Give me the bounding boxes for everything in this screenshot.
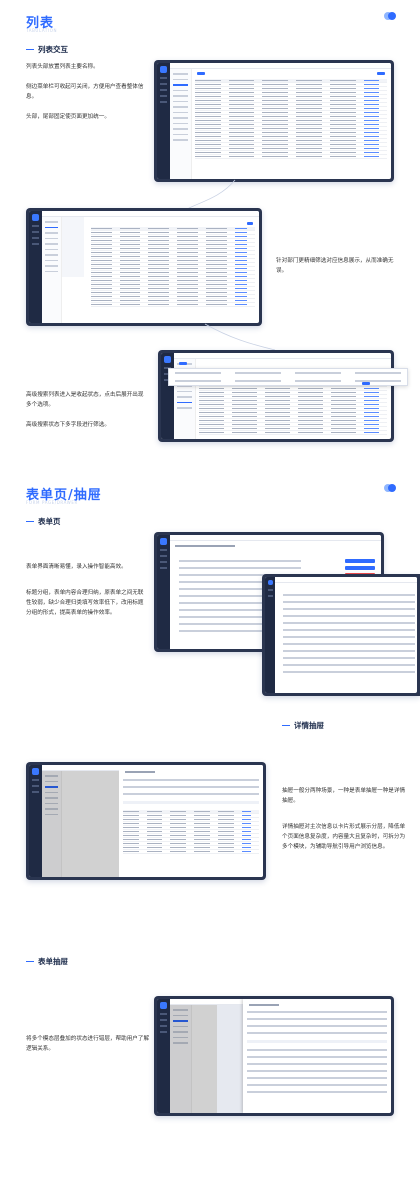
- list-desc-1: 列表头部放置列表主要名称。: [26, 64, 99, 70]
- decor-dots-icon: [384, 484, 396, 492]
- sub-heading-form-drawer: 表单抽屉: [26, 956, 68, 967]
- sub-heading-detail-drawer: 详情抽屉: [282, 720, 324, 731]
- screenshot-advanced-search: [158, 350, 394, 442]
- list-desc-6: 高级搜索状态下多字段进行筛选。: [26, 422, 110, 428]
- screenshot-list-page: [154, 60, 394, 182]
- section-subtitle-list: TABULATION: [26, 28, 58, 33]
- sub-heading-form-page: 表单页: [26, 516, 61, 527]
- screenshot-form-drawer: [262, 574, 420, 696]
- section-title-list: 列表: [26, 16, 55, 31]
- detail-desc-2: 详情抽屉对主次信息以卡片形式展示分层，降低单个页面信息复杂度，内容量大且复杂时，…: [282, 824, 406, 850]
- sub-heading-label: 表单页: [38, 517, 61, 526]
- sub-heading-label: 详情抽屉: [294, 721, 324, 730]
- list-desc-5: 高级搜索列表进入是收起状态，点击后展开出现多个选项。: [26, 392, 144, 408]
- screenshot-detail-drawer: [26, 762, 266, 880]
- sub-heading-list-interaction: 列表交互: [26, 44, 68, 55]
- connector-curve-1: [184, 179, 236, 211]
- list-desc-3: 头部，尾部固定使页面更加统一。: [26, 114, 110, 120]
- search-button[interactable]: [362, 382, 370, 385]
- decor-dots-icon: [384, 12, 396, 20]
- form-drawer-desc: 将多个模态层叠加的状态进行错层，帮助用户了解逻辑关系。: [26, 1036, 150, 1052]
- connector-curve-2: [204, 323, 276, 351]
- detail-desc-1: 抽屉一般分两种场景，一种是表单抽屉一种是详情抽屉。: [282, 788, 406, 804]
- screenshot-form-drawer-stacked: [154, 996, 394, 1116]
- sub-heading-label: 列表交互: [38, 45, 68, 54]
- form-desc-2: 标题分组，表单内容合理归纳，原表单之间无联性较弱，缺少合理归类填写效率低下，改用…: [26, 590, 144, 616]
- list-desc-4: 针对部门更精细筛选对应信息展示，从而准确无误。: [276, 258, 394, 274]
- list-desc-2: 侧边菜单栏可收起可关闭，方便用户查看整体信息。: [26, 84, 144, 100]
- screenshot-department-filter: [26, 208, 262, 326]
- sub-heading-label: 表单抽屉: [38, 957, 68, 966]
- advanced-search-panel: [168, 368, 408, 386]
- form-desc-1: 表单界面清晰易懂，录入操作智能高效。: [26, 564, 127, 570]
- section-title-form: 表单页/抽屉: [26, 488, 102, 503]
- section-subtitle-form: FORM PAGE/DRAWER: [26, 500, 78, 505]
